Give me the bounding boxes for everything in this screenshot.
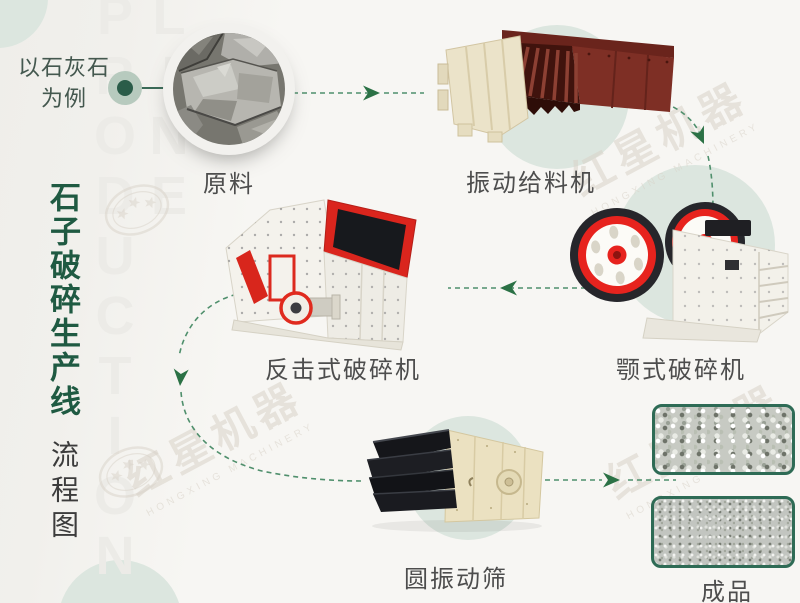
- edge-impact-to-screen-b: [180, 391, 363, 482]
- edge-feeder-to-jaw-tail: [707, 155, 714, 234]
- example-note-line1: 以石灰石: [17, 55, 110, 80]
- label-finished-product: 成品: [701, 579, 753, 603]
- label-impact-crusher: 反击式破碎机: [265, 357, 421, 384]
- label-jaw-crusher: 颚式破碎机: [616, 357, 746, 384]
- label-vibrating-feeder: 振动给料机: [466, 170, 596, 197]
- note-dot: [117, 80, 133, 96]
- jaw-crusher-illustration: [570, 202, 789, 343]
- vibrating-feeder-illustration: [437, 30, 674, 143]
- example-note-line2: 为例: [40, 86, 87, 111]
- watermark-star-emblem-2: [104, 184, 170, 236]
- raw-material-rock-image: [173, 33, 285, 145]
- example-note: 以石灰石 为例: [8, 52, 120, 114]
- product-image-coarse: [652, 404, 795, 475]
- arrowhead-jaw-impact: [500, 280, 517, 296]
- arrowhead-feeder-jaw: [690, 125, 704, 144]
- label-raw-material: 原料: [203, 171, 255, 198]
- label-vibrating-screen: 圆振动筛: [404, 566, 508, 593]
- rock-illustration: [173, 33, 285, 145]
- impact-crusher-illustration: [225, 199, 417, 351]
- arrowhead-raw-feeder: [363, 85, 380, 101]
- flowchart-subtitle: 流程图: [48, 440, 79, 545]
- vibrating-screen-illustration: [366, 429, 544, 532]
- product-image-fine: [651, 496, 795, 568]
- arrowhead-screen-product: [603, 472, 620, 488]
- production-line-title: 石子破碎生产线: [45, 181, 80, 419]
- raw-material-photo: [163, 23, 295, 155]
- arrowhead-impact-screen: [173, 368, 189, 386]
- watermark-star-emblem-1: [98, 446, 164, 498]
